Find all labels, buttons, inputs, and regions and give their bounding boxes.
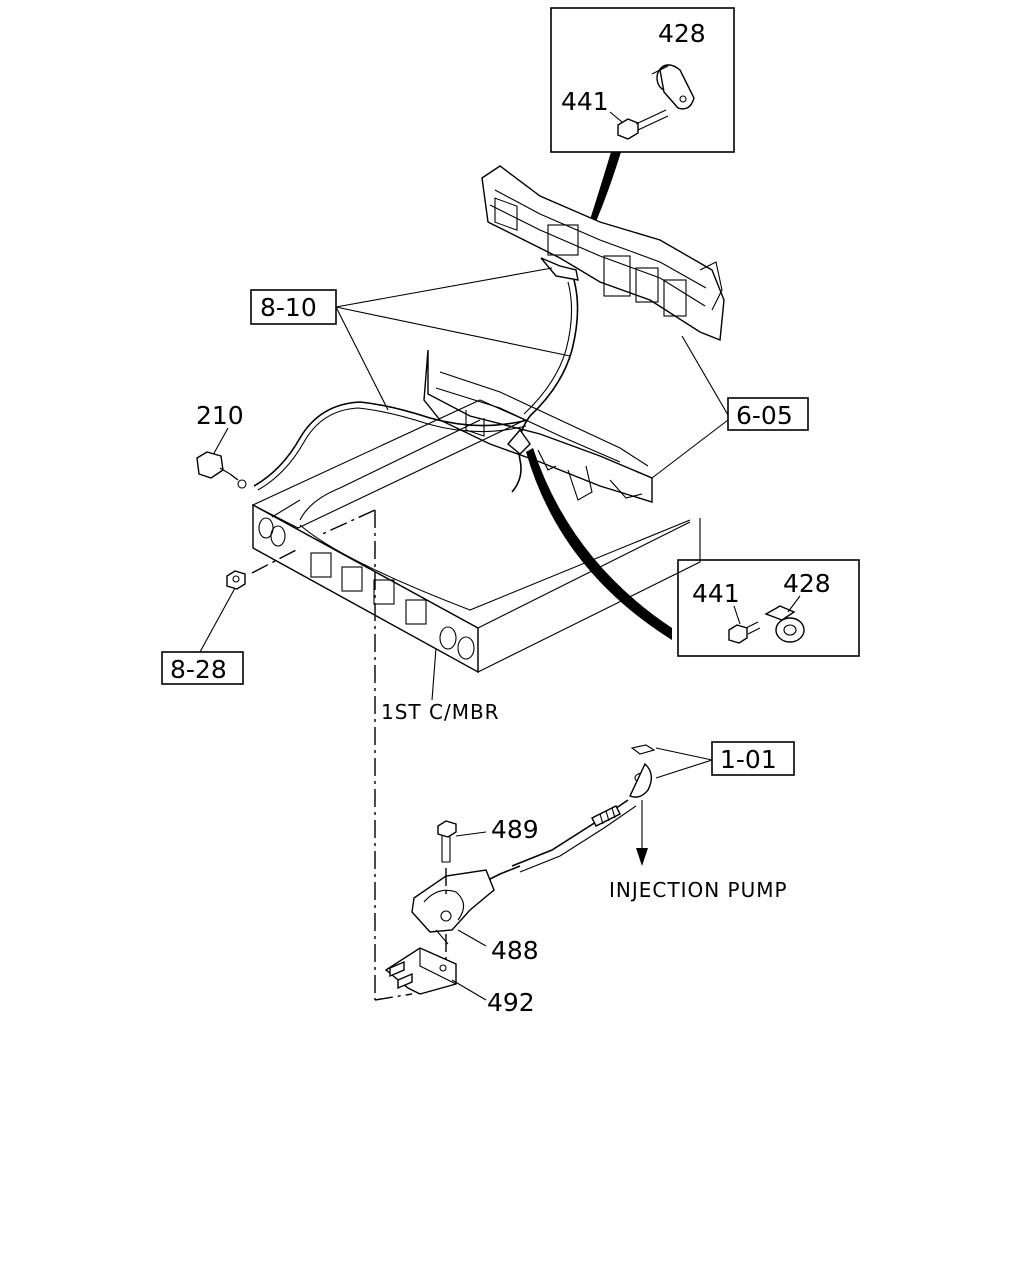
clip-428-top [656, 64, 695, 110]
label-428-top: 428 [658, 19, 706, 48]
nut-828 [226, 570, 246, 590]
ref-810: 8-10 [250, 289, 337, 325]
ref-828: 8-28 [161, 651, 244, 685]
inset-right: 441 428 [677, 559, 860, 657]
label-441-top: 441 [561, 87, 609, 116]
label-492: 492 [487, 988, 535, 1017]
label-ref-101: 1-01 [720, 745, 777, 774]
inset-top: 428 441 [550, 7, 735, 153]
pointer-wedge-right [526, 448, 672, 640]
label-ref-828: 8-28 [170, 655, 227, 684]
clip-428-right [764, 605, 805, 643]
ref-605: 6-05 [727, 397, 809, 431]
ref-101: 1-01 [711, 741, 795, 776]
label-ref-810: 8-10 [260, 293, 317, 322]
bolt-210 [196, 451, 247, 489]
label-injection-pump: INJECTION PUMP [609, 878, 788, 902]
inset-top-frame [550, 7, 735, 153]
lower-leader-lines [374, 747, 713, 1001]
label-210: 210 [196, 401, 244, 430]
bolt-489 [437, 820, 457, 896]
cable-assembly [411, 744, 656, 945]
bolt-441-right [728, 621, 761, 644]
first-crossmember [251, 399, 701, 1000]
radiator-support [481, 165, 725, 341]
bolt-441-top [617, 109, 669, 140]
label-crossmember: 1ST C/MBR [381, 700, 500, 724]
inset-right-frame [677, 559, 860, 657]
label-441-right: 441 [692, 579, 740, 608]
label-ref-605: 6-05 [736, 401, 793, 430]
label-488: 488 [491, 936, 539, 965]
label-489: 489 [491, 815, 539, 844]
label-428-right: 428 [783, 569, 831, 598]
leader-lines [199, 267, 729, 701]
bracket-492 [384, 934, 457, 995]
